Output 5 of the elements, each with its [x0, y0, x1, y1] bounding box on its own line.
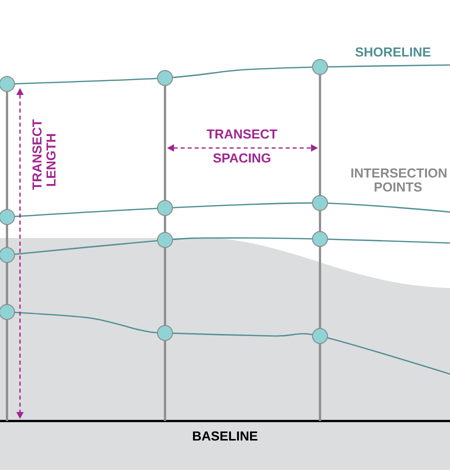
baseline-label: BASELINE — [193, 431, 258, 441]
shoreline-label: SHORELINE — [355, 47, 430, 57]
dimension-label: TRANSECT SPACING — [206, 129, 278, 163]
dimension-label: TRANSECT LENGTH — [32, 119, 56, 190]
callout-label: INTERSECTION POINTS — [351, 168, 446, 192]
